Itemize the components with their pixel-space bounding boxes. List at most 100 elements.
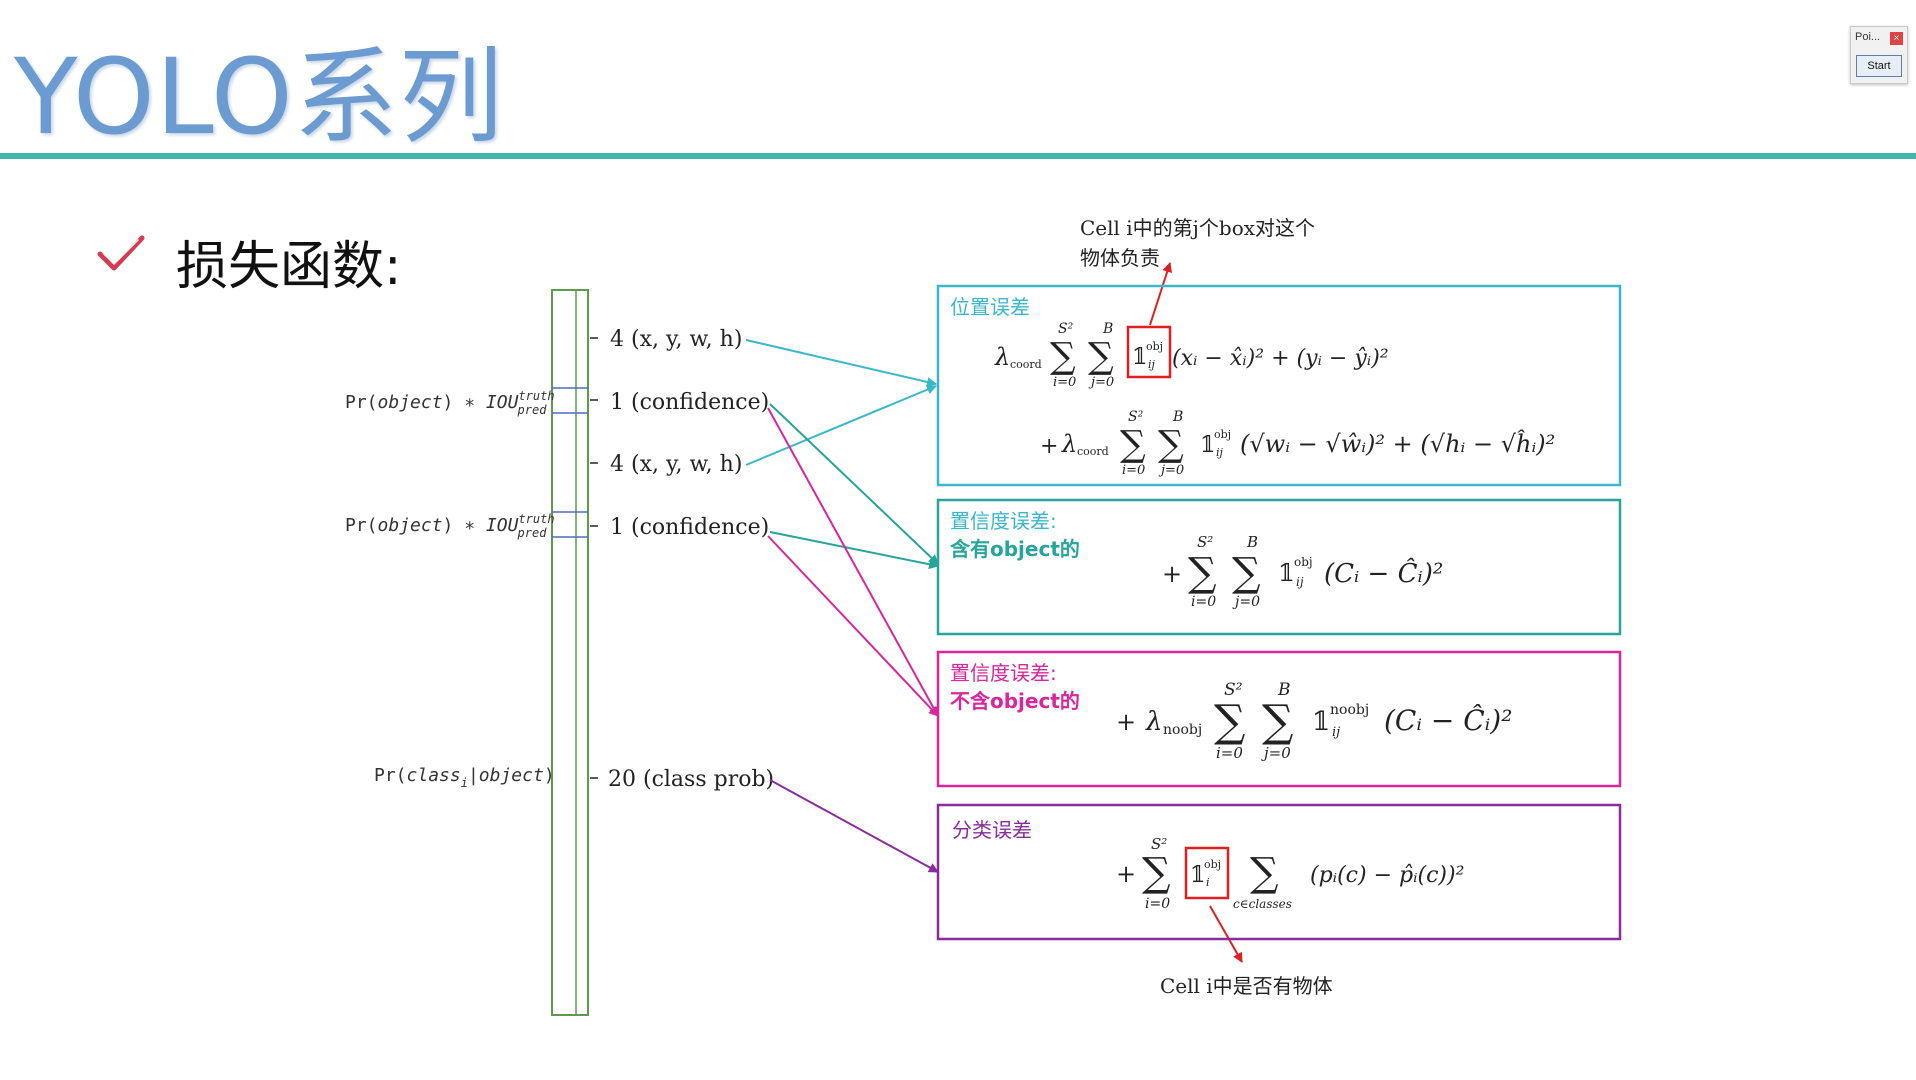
svg-text:i=0: i=0	[1122, 463, 1145, 478]
svg-text:S²: S²	[1197, 533, 1213, 551]
svg-text:λ: λ	[994, 343, 1010, 371]
highlight-indicator-i	[1184, 846, 1230, 900]
equation-class: + ∑ S² i=0 𝟙 obj i ∑ c∈classes (pᵢ(c) − …	[1116, 835, 1464, 912]
svg-text:j=0: j=0	[1261, 744, 1291, 762]
svg-text:ij: ij	[1332, 725, 1340, 740]
box-class-label: 分类误差	[952, 818, 1032, 842]
svg-text:∑: ∑	[1050, 336, 1076, 377]
svg-text:𝟙: 𝟙	[1278, 559, 1295, 587]
vector-label-confidence-1: 1 (confidence)	[610, 390, 769, 415]
start-button[interactable]: Start	[1856, 55, 1902, 77]
output-vector	[551, 289, 598, 1016]
checkmark-icon	[97, 235, 145, 271]
svg-text:λ: λ	[1061, 430, 1077, 458]
equation-conf-noobj: + λ noobj ∑ S² i=0 ∑ B j=0 𝟙 noobj ij (C…	[1116, 680, 1512, 762]
svg-text:noobj: noobj	[1163, 722, 1202, 738]
svg-text:i: i	[1206, 876, 1210, 889]
vector-label-box-1: 4 (x, y, w, h)	[610, 327, 742, 352]
svg-text:j=0: j=0	[1158, 463, 1184, 478]
vector-label-box-2: 4 (x, y, w, h)	[610, 452, 742, 477]
svg-text:𝟙: 𝟙	[1132, 345, 1147, 370]
left-label-class: Pr(classi|object)	[374, 765, 555, 790]
svg-text:𝟙: 𝟙	[1200, 433, 1215, 458]
arrows	[745, 262, 1243, 963]
svg-text:𝟙: 𝟙	[1190, 863, 1205, 888]
slide-title: YOLO系列	[14, 36, 504, 158]
svg-text:(xᵢ − x̂ᵢ)² + (yᵢ − ŷᵢ)²: (xᵢ − x̂ᵢ)² + (yᵢ − ŷᵢ)²	[1172, 346, 1389, 371]
svg-text:∑: ∑	[1158, 424, 1184, 465]
svg-text:coord: coord	[1077, 445, 1109, 458]
arrow-conf1-noobj	[767, 407, 939, 717]
svg-text:∑: ∑	[1088, 336, 1114, 377]
widget-title: Poi...	[1855, 31, 1881, 43]
svg-text:noobj: noobj	[1330, 702, 1369, 718]
svg-text:(Cᵢ − Ĉᵢ)²: (Cᵢ − Ĉᵢ)²	[1384, 703, 1512, 737]
vector-label-class: 20 (class prob)	[608, 767, 774, 792]
svg-text:B: B	[1172, 409, 1183, 425]
section-heading: 损失函数:	[176, 237, 402, 297]
svg-text:(pᵢ(c) − p̂ᵢ(c))²: (pᵢ(c) − p̂ᵢ(c))²	[1310, 863, 1464, 888]
svg-text:obj: obj	[1204, 858, 1221, 871]
highlight-indicator-ij	[1126, 325, 1172, 379]
svg-text:∑: ∑	[1142, 850, 1171, 896]
box-conf-noobj-label-1: 置信度误差:	[950, 661, 1057, 685]
equation-conf-obj: + ∑ S² i=0 ∑ B j=0 𝟙 obj ij (Cᵢ − Ĉᵢ)²	[1162, 533, 1443, 610]
svg-text:+: +	[1040, 434, 1058, 459]
arrow-conf2-obj	[769, 531, 939, 570]
svg-text:∑: ∑	[1214, 696, 1245, 747]
svg-text:ij: ij	[1296, 575, 1304, 589]
box-conf-noobj-label-2: 不含object的	[950, 689, 1080, 713]
svg-text:∑: ∑	[1262, 696, 1293, 747]
svg-text:λ: λ	[1145, 707, 1162, 737]
svg-text:∑: ∑	[1120, 424, 1146, 465]
svg-text:B: B	[1277, 680, 1291, 700]
box-conf-obj-label-1: 置信度误差:	[950, 509, 1057, 533]
arrow-class	[769, 779, 939, 873]
svg-text:(√wᵢ − √ŵᵢ)² + (√hᵢ − √ĥᵢ)²: (√wᵢ − √ŵᵢ)² + (√hᵢ − √ĥᵢ)²	[1240, 429, 1555, 458]
close-icon[interactable]: ×	[1890, 32, 1903, 45]
svg-text:S²: S²	[1224, 680, 1243, 700]
svg-text:ij: ij	[1148, 358, 1156, 371]
annotation-bottom: Cell i中是否有物体	[1160, 974, 1333, 998]
arrow-box1-location	[745, 339, 937, 387]
svg-text:j=0: j=0	[1088, 375, 1114, 390]
svg-text:c∈classes: c∈classes	[1233, 897, 1292, 911]
arrow-conf1-obj	[769, 403, 939, 565]
svg-text:obj: obj	[1214, 428, 1231, 441]
svg-text:S²: S²	[1151, 835, 1167, 853]
svg-text:i=0: i=0	[1053, 375, 1076, 390]
svg-text:B: B	[1102, 321, 1113, 337]
annotation-top-line-1: Cell i中的第j个box对这个	[1080, 216, 1315, 240]
equation-location-1: λ coord ∑ S² i=0 ∑ B j=0 𝟙 obj ij (xᵢ − …	[994, 321, 1389, 390]
annotation-top-line-2: 物体负责	[1080, 246, 1160, 270]
title-divider	[0, 153, 1916, 159]
vector-label-confidence-2: 1 (confidence)	[610, 515, 769, 540]
svg-text:S²: S²	[1128, 409, 1144, 425]
arrow-annot-top	[1149, 262, 1172, 326]
box-class-error: 分类误差 + ∑ S² i=0 𝟙 obj i ∑ c∈classes (pᵢ(…	[936, 803, 1622, 941]
svg-text:j=0: j=0	[1232, 594, 1260, 610]
arrow-box2-location	[745, 384, 937, 466]
equation-location-2: + λ coord ∑ S² i=0 ∑ B j=0 𝟙 obj ij (√wᵢ…	[1040, 409, 1555, 478]
svg-text:(Cᵢ − Ĉᵢ)²: (Cᵢ − Ĉᵢ)²	[1324, 557, 1443, 589]
box-confidence-object: 置信度误差: 含有object的 + ∑ S² i=0 ∑ B j=0 𝟙 ob…	[936, 498, 1622, 636]
svg-text:∑: ∑	[1232, 550, 1261, 596]
arrow-conf2-noobj	[767, 535, 939, 717]
box-conf-obj-label-2: 含有object的	[950, 537, 1080, 561]
svg-text:S²: S²	[1058, 321, 1074, 337]
svg-text:ij: ij	[1216, 446, 1224, 459]
svg-text:coord: coord	[1010, 358, 1042, 371]
svg-text:i=0: i=0	[1145, 896, 1170, 912]
svg-text:+: +	[1116, 860, 1136, 888]
box-confidence-noobject: 置信度误差: 不含object的 + λ noobj ∑ S² i=0 ∑ B …	[936, 650, 1622, 788]
svg-text:obj: obj	[1294, 555, 1313, 569]
box-location-error: 位置误差 λ coord ∑ S² i=0 ∑ B j=0 𝟙 obj ij (…	[936, 284, 1622, 487]
svg-text:𝟙: 𝟙	[1312, 707, 1330, 737]
arrow-annot-bottom	[1209, 905, 1243, 963]
presenter-widget[interactable]: Poi... × Start	[1850, 26, 1908, 84]
svg-text:+: +	[1116, 708, 1136, 736]
svg-text:B: B	[1246, 533, 1258, 551]
svg-text:∑: ∑	[1250, 850, 1279, 896]
